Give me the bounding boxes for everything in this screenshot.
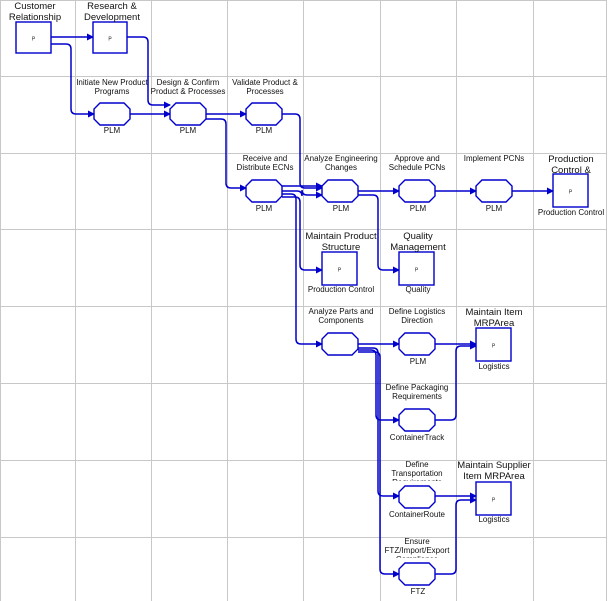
edge-research-to-design [127, 36, 171, 109]
implement-pcns-system: PLM [485, 204, 503, 213]
define-logistics-system: PLM [409, 357, 427, 366]
maintain-supplier-item-mark: P [492, 498, 496, 504]
production-control-top-box [552, 173, 589, 208]
edge-receive-to-product-structure [282, 196, 323, 274]
edge-receive-to-analyze-parts [282, 193, 323, 348]
quality-management-system: Quality [405, 285, 431, 294]
validate-product-label: Validate Product & Processes [232, 79, 298, 96]
shape-layer: P P P P P P P [15, 21, 589, 586]
validate-product-shape [245, 102, 283, 126]
maintain-supplier-item-label: Maintain Supplier Item MRPArea [457, 461, 531, 482]
initiate-new-product-label: Initiate New Product Programs [76, 79, 148, 96]
production-control-top-system: Production Control [537, 208, 605, 217]
design-confirm-system: PLM [179, 126, 197, 135]
edge-design-to-receive [206, 118, 247, 192]
initiate-new-product-shape [93, 102, 131, 126]
approve-schedule-label: Approve and Schedule PCNs [388, 155, 446, 172]
connector-layer [51, 33, 554, 578]
define-transportation-label: Define Transportation Requirements [391, 461, 443, 481]
maintain-supplier-item-box [475, 481, 512, 516]
approve-schedule-shape [398, 179, 436, 203]
ensure-ftz-system: FTZ [410, 587, 426, 596]
define-logistics-shape [398, 332, 436, 356]
analyze-parts-label: Analyze Parts and Components [308, 308, 374, 325]
quality-management-mark: P [415, 268, 419, 274]
research-development-box [92, 21, 128, 54]
analyze-engineering-system: PLM [332, 204, 350, 213]
customer-relationship-mark: P [32, 37, 36, 43]
maintain-item-mrp-box [475, 327, 512, 362]
maintain-item-mrp-system: Logistics [478, 362, 510, 371]
define-packaging-system: ContainerTrack [389, 433, 445, 442]
design-confirm-shape [169, 102, 207, 126]
initiate-new-product-system: PLM [103, 126, 121, 135]
approve-schedule-system: PLM [409, 204, 427, 213]
implement-pcns-shape [475, 179, 513, 203]
analyze-engineering-shape [321, 179, 359, 203]
ensure-ftz-label: Ensure FTZ/Import/Export Compliance [384, 538, 450, 558]
maintain-supplier-item-system: Logistics [478, 515, 510, 524]
define-transportation-shape [398, 485, 436, 509]
maintain-item-mrp-label: Maintain Item MRPArea [465, 308, 523, 329]
maintain-item-mrp-mark: P [492, 344, 496, 350]
edge-receive-to-analyze-eng-2 [282, 189, 323, 199]
analyze-engineering-label: Analyze Engineering Changes [304, 155, 378, 172]
customer-relationship-label: Customer Relationship [8, 2, 62, 23]
define-logistics-label: Define Logistics Direction [388, 308, 446, 325]
production-control-top-label: Production Control & [548, 155, 594, 176]
maintain-product-structure-label: Maintain Product Structure [305, 232, 377, 253]
production-control-top-mark: P [569, 190, 573, 196]
receive-distribute-label: Receive and Distribute ECNs [236, 155, 294, 172]
ensure-ftz-shape [398, 562, 436, 586]
edge-analyze-eng-to-quality [358, 194, 400, 274]
quality-management-box [398, 251, 435, 286]
edge-analyze-parts-to-packaging [358, 349, 400, 424]
edge-analyze-parts-to-transport [358, 347, 400, 500]
validate-product-system: PLM [255, 126, 273, 135]
edge-validate-to-analyze-eng [282, 113, 323, 192]
define-packaging-label: Define Packaging Requirements [385, 384, 449, 401]
design-confirm-label: Design & Confirm Product & Processes [150, 79, 226, 96]
define-packaging-shape [398, 408, 436, 432]
receive-distribute-shape [245, 179, 283, 203]
customer-relationship-box [15, 21, 52, 54]
quality-management-label: Quality Management [390, 232, 446, 253]
edge-ftz-to-supplier-mrp [435, 496, 477, 575]
analyze-parts-shape [321, 332, 359, 356]
maintain-product-structure-box [321, 251, 358, 286]
edge-customer-to-initiate [51, 43, 95, 118]
edge-analyze-parts-to-ftz [358, 351, 400, 578]
research-development-label: Research & Development [84, 2, 140, 23]
edge-packaging-to-item-mrp [435, 342, 477, 421]
define-transportation-system: ContainerRoute [388, 510, 446, 519]
maintain-product-structure-system: Production Control [307, 285, 375, 294]
research-development-mark: P [108, 37, 112, 43]
receive-distribute-system: PLM [255, 204, 273, 213]
maintain-product-structure-mark: P [338, 268, 342, 274]
implement-pcns-label: Implement PCNs [463, 155, 525, 163]
